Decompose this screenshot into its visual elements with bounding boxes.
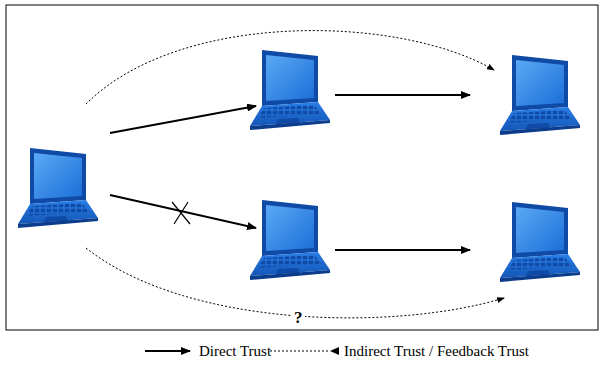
direct-arrow <box>110 106 256 133</box>
question-mark: ? <box>292 309 305 327</box>
direct-arrow <box>335 94 470 96</box>
legend-solid-sample <box>145 350 190 352</box>
legend-dashed-sample <box>270 351 330 352</box>
direct-arrow <box>110 195 256 228</box>
legend-arrowhead <box>330 347 339 355</box>
laptop-icon <box>18 148 98 228</box>
cross-mark <box>172 202 190 224</box>
laptop-icon <box>500 202 580 282</box>
laptop-icon <box>500 55 580 135</box>
legend-text: Indirect Trust / Feedback Trust <box>344 342 529 360</box>
frame <box>6 5 598 330</box>
direct-arrow <box>335 249 470 251</box>
legend-text: Direct Trust <box>199 342 271 360</box>
indirect-arrow <box>86 248 504 318</box>
indirect-arrow <box>86 31 494 104</box>
laptop-icon <box>250 200 330 280</box>
laptop-icon <box>250 50 330 130</box>
